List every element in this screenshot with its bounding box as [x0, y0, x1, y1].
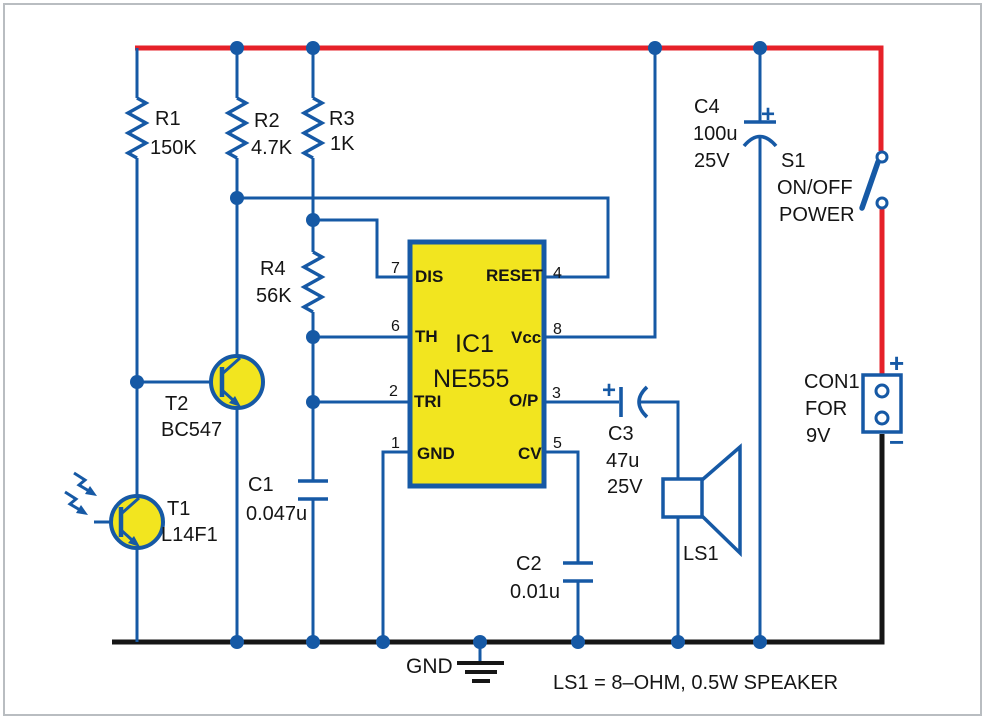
label-s1-ref: S1: [781, 150, 806, 172]
label-c3-value: 47u: [606, 450, 640, 472]
resistor-r2: [224, 96, 250, 160]
label-s1-power: POWER: [779, 204, 855, 226]
label-con1-9v: 9V: [806, 425, 831, 447]
con1-plus-sign: +: [889, 348, 905, 378]
label-t2-ref: T2: [165, 393, 189, 415]
label-r1-value: 150K: [150, 137, 197, 159]
label-r4-value: 56K: [256, 285, 292, 307]
pin-number-7: 7: [391, 260, 400, 277]
junction-dots: [130, 41, 767, 649]
pin-label-reset: RESET: [486, 266, 543, 285]
resistor-r4: [300, 250, 326, 314]
ground-label: GND: [406, 655, 453, 678]
transistor-t2: [209, 354, 265, 410]
label-ls1-ref: LS1: [683, 543, 719, 565]
label-c3-ref: C3: [608, 423, 634, 445]
label-con1-for: FOR: [805, 398, 848, 420]
ground-symbol-icon: [457, 661, 504, 683]
label-c4-value: 100u: [693, 123, 738, 145]
pin-label-dis: DIS: [415, 267, 444, 286]
label-c1-value: 0.047u: [246, 503, 308, 525]
pin-label-cv: CV: [518, 444, 542, 463]
switch-s1: [859, 150, 889, 211]
pin-label-op: O/P: [509, 391, 539, 410]
capacitor-c1: [298, 479, 328, 501]
label-t2-value: BC547: [161, 419, 223, 441]
label-c2-value: 0.01u: [510, 581, 561, 603]
power-rail: [135, 45, 885, 374]
label-c4-ref: C4: [694, 96, 720, 118]
pin-label-th: TH: [415, 327, 438, 346]
capacitor-c3: [619, 385, 649, 419]
pin-number-3: 3: [552, 385, 561, 402]
resistor-r1: [124, 96, 150, 160]
c3-plus-sign: +: [602, 377, 617, 404]
pin-number-1: 1: [391, 435, 400, 452]
ground-rail: [112, 434, 885, 645]
c4-plus-sign: +: [761, 101, 776, 128]
resistor-r3: [300, 96, 326, 160]
label-r3-value: 1K: [330, 133, 355, 155]
phototransistor-t1: [64, 471, 165, 550]
label-s1-onoff: ON/OFF: [777, 177, 853, 199]
capacitor-c4: [742, 120, 778, 148]
pin-number-6: 6: [391, 318, 400, 335]
speaker-note: LS1 = 8–OHM, 0.5W SPEAKER: [553, 672, 839, 694]
speaker-ls1: [661, 443, 742, 558]
label-t1-value: L14F1: [161, 524, 218, 546]
resistors: [124, 96, 326, 314]
label-r2-value: 4.7K: [251, 137, 293, 159]
label-r1-ref: R1: [155, 108, 181, 130]
label-c2-ref: C2: [516, 553, 542, 575]
label-c1-ref: C1: [248, 474, 274, 496]
pin-number-8: 8: [553, 321, 562, 338]
label-t1-ref: T1: [167, 498, 191, 520]
pin-label-gnd: GND: [417, 444, 455, 463]
ic-body: [407, 239, 547, 489]
label-con1-ref: CON1: [804, 371, 860, 393]
label-ic1-part: NE555: [433, 365, 510, 393]
pin-number-5: 5: [553, 435, 562, 452]
label-r3-ref: R3: [329, 108, 355, 130]
pin-label-tri: TRI: [414, 392, 442, 411]
connector-con1: [861, 373, 903, 434]
pin-number-4: 4: [553, 265, 562, 282]
label-c3-voltage: 25V: [607, 476, 643, 498]
pin-label-vcc: Vcc: [511, 328, 542, 347]
label-ic1-ref: IC1: [455, 330, 494, 358]
light-arrows-icon: [64, 471, 90, 512]
label-r2-ref: R2: [254, 110, 280, 132]
label-c4-voltage: 25V: [694, 150, 730, 172]
con1-minus-sign: −: [889, 427, 905, 457]
capacitors: [298, 120, 778, 583]
capacitor-c2: [563, 561, 593, 583]
pin-number-2: 2: [389, 383, 398, 400]
label-r4-ref: R4: [260, 258, 286, 280]
